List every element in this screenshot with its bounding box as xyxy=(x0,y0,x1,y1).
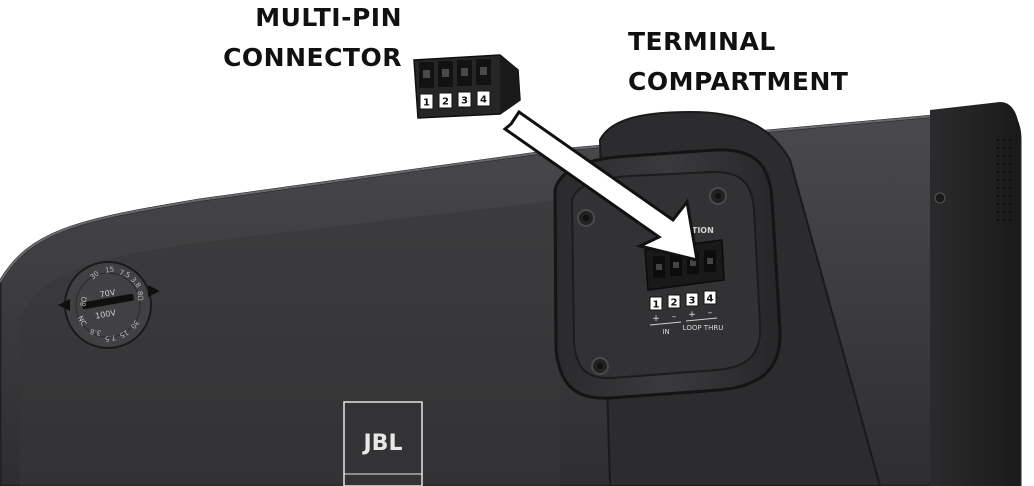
terminal-pin-labels: 1 2 3 4 + – + – IN LOOP THRU xyxy=(649,290,724,336)
housing-rim xyxy=(0,109,1001,283)
connector-pin-label: 4 xyxy=(480,95,487,106)
vent-grille xyxy=(996,138,1012,222)
terminal-pin-label: 4 xyxy=(707,294,714,305)
polarity-label: – xyxy=(708,308,713,318)
callout-line: CONNECTOR xyxy=(223,43,402,72)
housing-side-panel xyxy=(930,102,1020,486)
dial-ring-label: 30 xyxy=(129,318,141,330)
group-label-in: IN xyxy=(662,328,669,336)
polarity-label: + xyxy=(688,310,696,320)
dial-ring-label: 3.8 xyxy=(89,327,101,337)
terminal-panel-header: CTION xyxy=(686,226,714,235)
dial-ring-label: 8Ω xyxy=(136,291,145,302)
jbl-badge: JBL xyxy=(343,401,423,486)
dial-ring-label: 8Ω xyxy=(79,295,89,307)
connector-pin-label: 3 xyxy=(461,96,468,107)
callout-line: TERMINAL xyxy=(628,27,776,56)
tap-selector-dial: 70V 100V NC 8Ω 8Ω 30 15 7.5 3.8 3.8 7.5 … xyxy=(58,261,160,349)
terminal-pin-label: 1 xyxy=(653,300,660,311)
group-label-loop-thru: LOOP THRU xyxy=(683,324,724,332)
connector-pin-label: 1 xyxy=(423,98,430,109)
terminal-pin-label: 2 xyxy=(671,298,678,309)
callout-terminal-compartment: TERMINAL COMPARTMENT xyxy=(628,22,848,102)
callout-multi-pin-connector: MULTI-PIN CONNECTOR xyxy=(222,0,402,78)
compartment-screws xyxy=(577,187,727,375)
dial-ring-label: 7.5 xyxy=(118,268,131,279)
polarity-label: – xyxy=(672,312,677,322)
dial-ring-label: 15 xyxy=(118,328,130,339)
multi-pin-connector: 1 2 3 4 xyxy=(413,54,521,119)
inner-plate xyxy=(20,200,560,486)
dial-voltage-100: 100V xyxy=(95,308,118,321)
dial-ring-label: 7.5 xyxy=(104,333,116,343)
jbl-logo: JBL xyxy=(362,431,403,456)
dial-pointer-right xyxy=(148,285,160,297)
connector-pin-label: 2 xyxy=(442,97,449,108)
callout-line: MULTI-PIN xyxy=(255,3,402,32)
terminal-pin-label: 3 xyxy=(689,296,696,307)
callout-line: COMPARTMENT xyxy=(628,67,849,96)
dial-ring-label: 15 xyxy=(105,265,115,274)
insertion-arrow xyxy=(502,109,699,263)
side-screw xyxy=(934,192,946,204)
dial-voltage-70: 70V xyxy=(99,288,116,300)
dial-pointer-left xyxy=(58,299,70,311)
polarity-label: + xyxy=(652,314,660,324)
dial-ring-label: 30 xyxy=(89,270,101,282)
